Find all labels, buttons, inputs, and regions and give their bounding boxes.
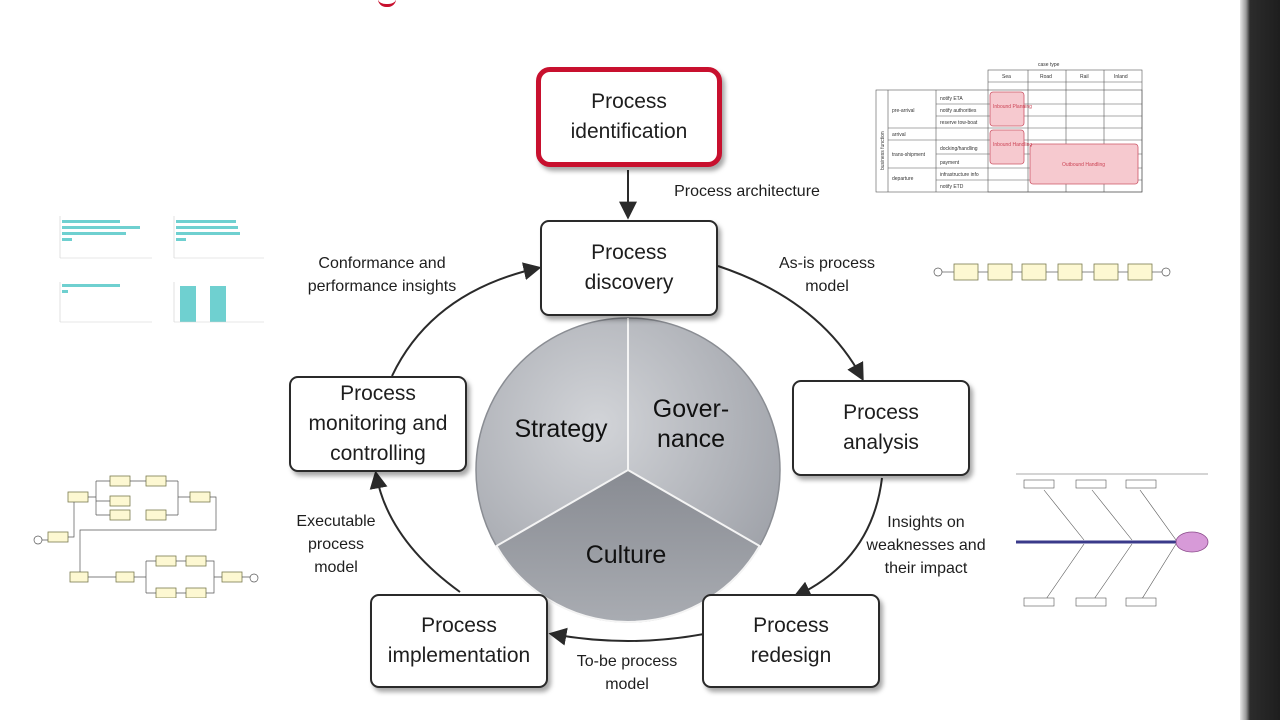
core-strategy: Strategy [514, 415, 608, 443]
matrix-col-rail: Rail [1080, 74, 1089, 80]
matrix-item-3: reserve tow-boat [940, 120, 978, 126]
arrow-insights [792, 477, 883, 598]
phase-analysis[interactable]: Process analysis [792, 380, 970, 476]
culture-segment [495, 468, 761, 623]
matrix-group-4: departure [892, 176, 914, 182]
phase-discovery[interactable]: Process discovery [540, 220, 718, 316]
label-conformance: Conformance and performance insights [307, 255, 457, 295]
phase-implementation[interactable]: Process implementation [370, 594, 548, 688]
arrow-asis [717, 265, 864, 382]
slide-edge [1240, 0, 1280, 720]
matrix-group-1: pre-arrival [892, 108, 915, 114]
matrix-cell-inbound-handling: Inbound Handling [993, 142, 1032, 148]
phase-monitoring[interactable]: Process monitoring and controlling [289, 376, 467, 472]
thumbnail-asis-model [933, 263, 1171, 281]
thumbnail-bar-charts [59, 216, 264, 323]
label-asis: As-is process model [778, 255, 876, 295]
matrix-col-sea: Sea [1002, 74, 1011, 80]
core-culture: Culture [585, 541, 667, 569]
matrix-group-3: trans-shipment [892, 152, 926, 158]
matrix-item-6: infrastructure info [940, 172, 979, 178]
matrix-cell-inbound-planning: Inbound Planning [993, 104, 1032, 110]
matrix-item-1: notify ETA [940, 96, 963, 102]
label-insights: Insights on weaknesses and their impact [866, 514, 986, 577]
label-executable: Executable process model [296, 513, 376, 576]
arrow-conformance [391, 262, 542, 377]
matrix-item-4: docking/handling [940, 146, 978, 152]
arrow-tobe [548, 627, 705, 646]
matrix-group-2: arrival [892, 132, 906, 138]
thumbnail-fishbone [1016, 473, 1209, 607]
title-fragment [378, 0, 396, 7]
matrix-col-inland: Inland [1114, 74, 1128, 80]
matrix-item-2: notify authorities [940, 108, 977, 114]
matrix-item-7: notify ETD [940, 184, 964, 190]
matrix-title: case type [1038, 62, 1060, 68]
arrow-executable [369, 470, 461, 593]
phase-redesign[interactable]: Process redesign [702, 594, 880, 688]
matrix-col-road: Road [1040, 74, 1052, 80]
label-architecture: Process architecture [674, 183, 820, 200]
thumbnail-case-matrix: case type Sea Road Rail Inland business … [875, 62, 1143, 193]
matrix-cell-outbound-handling: Outbound Handling [1062, 162, 1105, 168]
label-tobe: To-be process model [576, 653, 678, 693]
phase-identification[interactable]: Process identification [536, 67, 722, 167]
matrix-item-5: payment [940, 160, 960, 166]
matrix-side-label: business function [880, 131, 886, 170]
core-governance: Gover- nance [652, 395, 730, 453]
thumbnail-process-model [33, 475, 259, 598]
